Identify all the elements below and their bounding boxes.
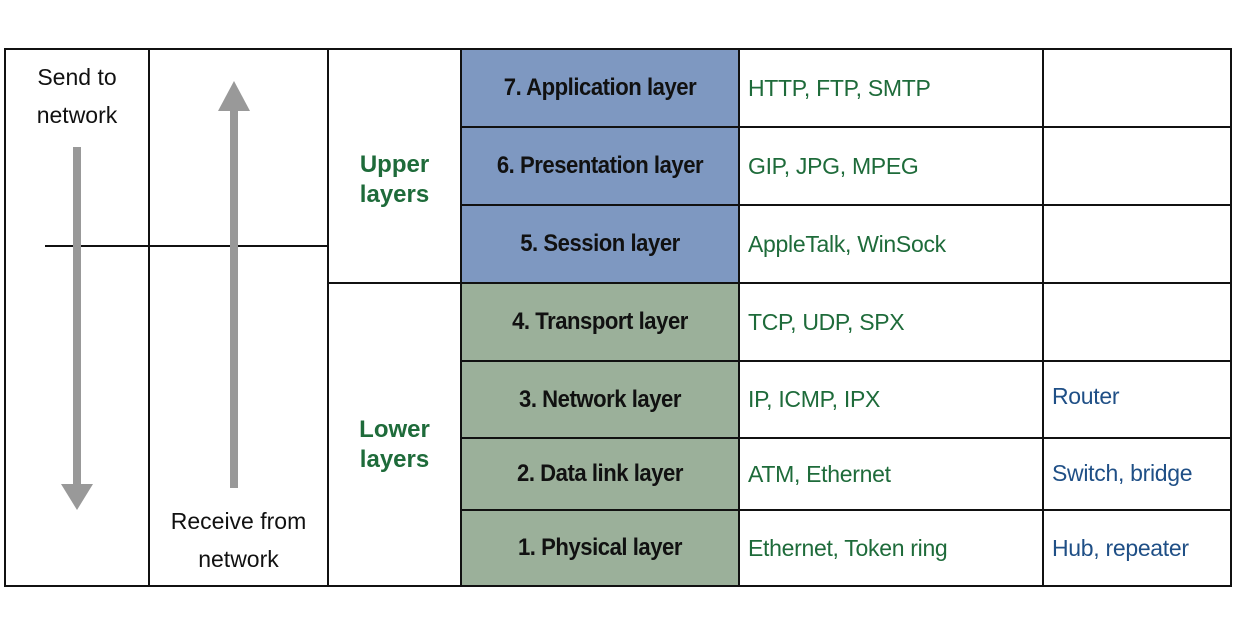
lower-layers-label: Lower layers [329,385,460,505]
row-divider-3-2 [460,437,1232,439]
send-receive-divider [45,245,328,247]
layer-2-label: 2. Data link layer [516,460,684,487]
send-line2: network [36,102,118,128]
group-divider [327,282,461,284]
receive-up-arrow-icon [218,81,250,488]
layer-4-protocols: TCP, UDP, SPX [748,308,905,335]
layer-3-device: Router [1052,382,1120,409]
layer-6-protocols: GIP, JPG, MPEG [748,152,919,179]
col-divider-1 [148,48,150,587]
upper-layers-line1: Upper [359,151,430,178]
receive-line2: network [198,546,279,572]
send-down-arrow-icon [61,147,93,510]
row-divider-2-1 [460,509,1232,511]
layer-6-cell: 6. Presentation layer [462,128,738,204]
upper-layers-line2: layers [359,181,430,208]
layer-7-cell: 7. Application layer [462,50,738,126]
send-line1: Send to [37,64,117,90]
layer-2-cell: 2. Data link layer [462,439,738,509]
upper-layers-label: Upper layers [329,120,460,240]
layer-7-protocols: HTTP, FTP, SMTP [748,74,931,101]
send-to-network-label: Send to network [6,58,148,134]
layer-5-label: 5. Session layer [520,230,680,257]
col-divider-5 [1042,48,1044,587]
lower-layers-line2: layers [359,446,430,473]
layer-1-cell: 1. Physical layer [462,511,738,585]
diagram-frame [4,48,1232,587]
layer-3-protocols: IP, ICMP, IPX [748,386,881,412]
layer-6-label: 6. Presentation layer [496,152,704,179]
layer-2-device: Switch, bridge [1052,459,1193,486]
layer-4-label: 4. Transport layer [512,308,688,335]
col-divider-4 [738,48,740,587]
layer-3-cell: 3. Network layer [462,362,738,437]
layer-3-label: 3. Network layer [518,385,682,413]
col-divider-3 [460,48,462,587]
receive-from-network-label: Receive from network [150,502,327,578]
row-divider-7-6 [460,126,1232,128]
row-divider-6-5 [460,204,1232,206]
layer-4-cell: 4. Transport layer [462,284,738,360]
col-divider-2 [327,48,329,587]
layer-1-device: Hub, repeater [1052,534,1189,561]
row-divider-5-4 [460,282,1232,284]
receive-line1: Receive from [170,508,307,534]
layer-1-protocols: Ethernet, Token ring [748,534,948,561]
lower-layers-line1: Lower [359,416,430,443]
layer-7-label: 7. Application layer [503,74,697,101]
layer-1-label: 1. Physical layer [517,534,683,561]
layer-5-cell: 5. Session layer [462,206,738,282]
layer-5-protocols: AppleTalk, WinSock [748,230,946,257]
layer-2-protocols: ATM, Ethernet [748,460,891,487]
row-divider-4-3 [460,360,1232,362]
